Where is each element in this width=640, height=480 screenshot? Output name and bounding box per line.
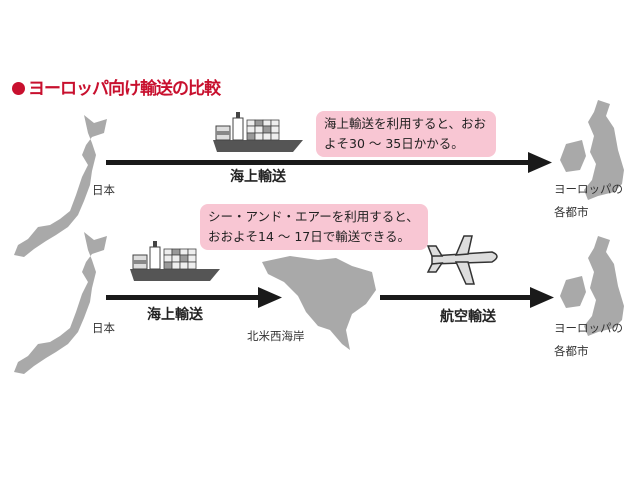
diagram-title: ヨーロッパ向け輸送の比較 bbox=[12, 74, 221, 99]
transit-label: 北米西海岸 bbox=[247, 329, 305, 343]
sea-route-label: 海上輸送 bbox=[230, 169, 286, 185]
air-leg-label: 航空輸送 bbox=[440, 309, 496, 325]
origin-label: 日本 bbox=[92, 321, 115, 335]
sea-route-note: 海上輸送を利用すると、おお よそ30 ～ 35日かかる。 bbox=[316, 111, 496, 157]
destination-label: ヨーロッパの bbox=[554, 321, 623, 335]
arrow-sea-route bbox=[106, 152, 552, 173]
destination-label-2: 各都市 bbox=[554, 344, 589, 358]
arrow-air-leg bbox=[380, 287, 554, 308]
sea-and-air-note: シー・アンド・エアーを利用すると、 おおよそ14 ～ 17日で輸送できる。 bbox=[200, 204, 428, 250]
bullet-icon bbox=[12, 82, 25, 95]
origin-label: 日本 bbox=[92, 183, 115, 197]
cargo-ship-icon bbox=[212, 111, 304, 153]
destination-label: ヨーロッパの bbox=[554, 182, 623, 196]
north-america-map-icon bbox=[262, 256, 376, 350]
sea-leg-label: 海上輸送 bbox=[147, 307, 203, 323]
airplane-icon bbox=[426, 235, 498, 285]
arrow-sea-leg bbox=[106, 287, 282, 308]
destination-label-2: 各都市 bbox=[554, 205, 589, 219]
